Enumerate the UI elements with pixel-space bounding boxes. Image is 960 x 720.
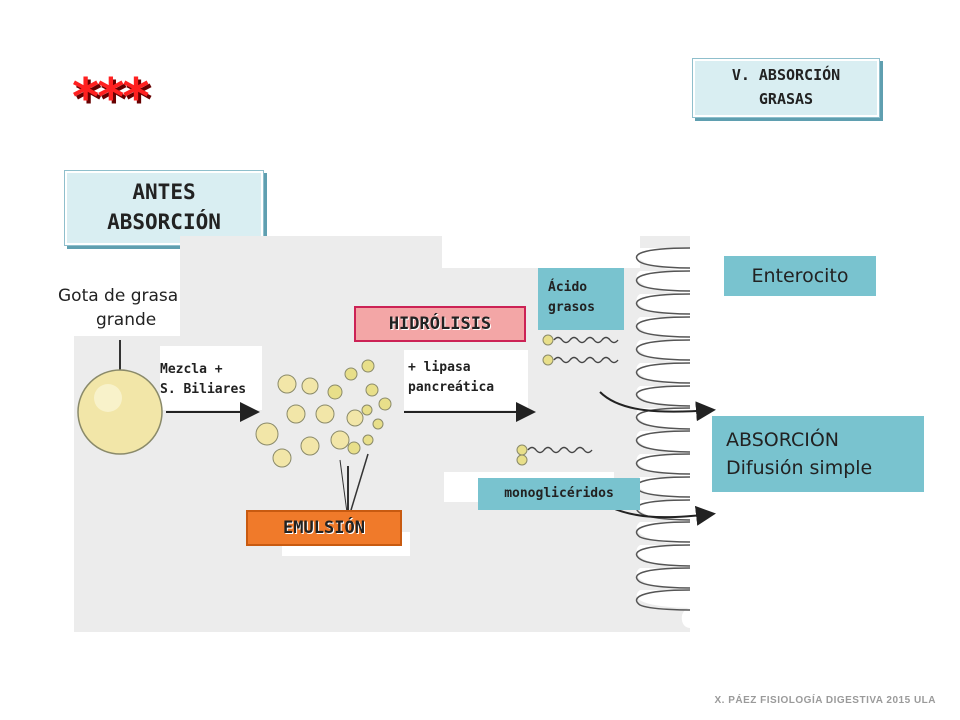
- fatty-acid-molecules: [542, 334, 619, 366]
- acido-line2: grasos: [548, 300, 595, 315]
- gota-line1: Gota de grasa: [58, 286, 179, 306]
- mezcla-label: Mezcla + S. Biliares: [160, 360, 246, 400]
- absorcion-line1: ABSORCIÓN: [726, 429, 840, 451]
- section-title-line1: V. ABSORCIÓN: [731, 66, 841, 84]
- mezcla-line2: S. Biliares: [160, 382, 247, 397]
- monogliceridos-box: monoglicéridos: [478, 478, 640, 510]
- absorcion-line2: Difusión simple: [726, 457, 873, 479]
- lipasa-line2: pancreática: [408, 380, 495, 395]
- gota-label: Gota de grasa grande: [58, 284, 218, 332]
- acido-grasos-box: Ácido grasos: [538, 268, 624, 330]
- lipasa-line1: + lipasa: [408, 360, 471, 375]
- section-title-line2: GRASAS: [758, 90, 814, 108]
- emulsion-droplets: [255, 359, 392, 468]
- section-title-box: V. ABSORCIÓN GRASAS: [692, 58, 880, 118]
- lipasa-label: + lipasa pancreática: [408, 358, 494, 398]
- enterocito-label: Enterocito: [724, 256, 876, 296]
- antes-line2: ABSORCIÓN: [107, 210, 221, 234]
- antes-line1: ANTES: [132, 180, 196, 204]
- stars-decoration: ***: [72, 68, 150, 128]
- monoglyceride-molecules: [516, 444, 593, 466]
- arrow-absorb-fatty-acids: [599, 391, 716, 422]
- hidrolisis-box: HIDRÓLISIS: [354, 306, 526, 342]
- footer-credit: X. PÁEZ FISIOLOGÍA DIGESTIVA 2015 ULA: [714, 695, 936, 706]
- gota-line2: grande: [96, 310, 157, 330]
- mezcla-line1: Mezcla +: [160, 362, 223, 377]
- emulsion-box: EMULSIÓN: [246, 510, 402, 546]
- antes-absorcion-box: ANTES ABSORCIÓN: [64, 170, 264, 246]
- absorcion-difusion-box: ABSORCIÓN Difusión simple: [712, 416, 924, 492]
- large-fat-droplet: [77, 340, 163, 455]
- acido-line1: Ácido: [548, 280, 588, 295]
